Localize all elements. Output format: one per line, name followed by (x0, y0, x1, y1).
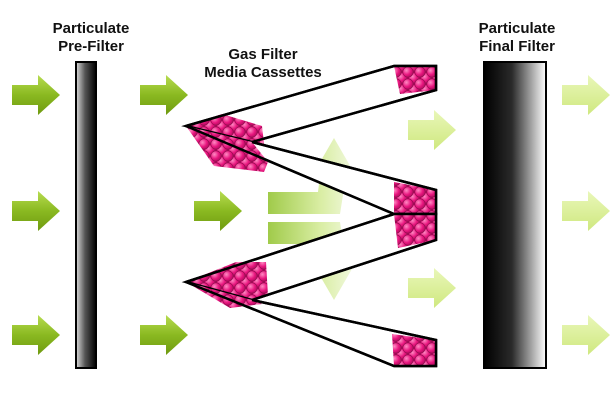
pre-filter-label-line2: Pre-Filter (58, 38, 124, 55)
arrow-right-icon (408, 268, 456, 308)
outflow-arrows-right (562, 75, 610, 355)
final-filter-label-line2: Final Filter (479, 38, 555, 55)
arrow-right-icon (140, 75, 188, 115)
arrow-right-icon (140, 315, 188, 355)
gas-filter-label: Gas Filter Media Cassettes (178, 46, 348, 82)
cassette (185, 124, 438, 216)
arrow-right-icon (562, 315, 610, 355)
arrow-right-icon (194, 191, 242, 231)
pre-filter-label: Particulate Pre-Filter (36, 20, 146, 56)
arrow-right-icon (408, 110, 456, 150)
pre-filter-label-line1: Particulate (52, 20, 130, 37)
outflow-arrows-middle (408, 110, 456, 308)
arrow-right-icon (562, 191, 610, 231)
gas-filter-label-line2: Media Cassettes (204, 64, 322, 81)
cassette (185, 280, 438, 368)
arrow-right-icon (12, 191, 60, 231)
final-filter-label: Particulate Final Filter (462, 20, 572, 56)
arrow-right-icon (12, 75, 60, 115)
cassette (181, 64, 438, 160)
arrow-right-icon (562, 75, 610, 115)
inflow-arrows-left (12, 75, 60, 355)
cassette (181, 212, 438, 302)
inflow-arrows-middle (140, 75, 242, 355)
gas-filter-label-line1: Gas Filter (228, 46, 298, 63)
final-filter-label-line1: Particulate (478, 20, 556, 37)
arrow-right-icon (12, 315, 60, 355)
gas-filter-cassettes (181, 64, 438, 368)
final-filter (483, 61, 547, 369)
pre-filter (75, 61, 97, 369)
